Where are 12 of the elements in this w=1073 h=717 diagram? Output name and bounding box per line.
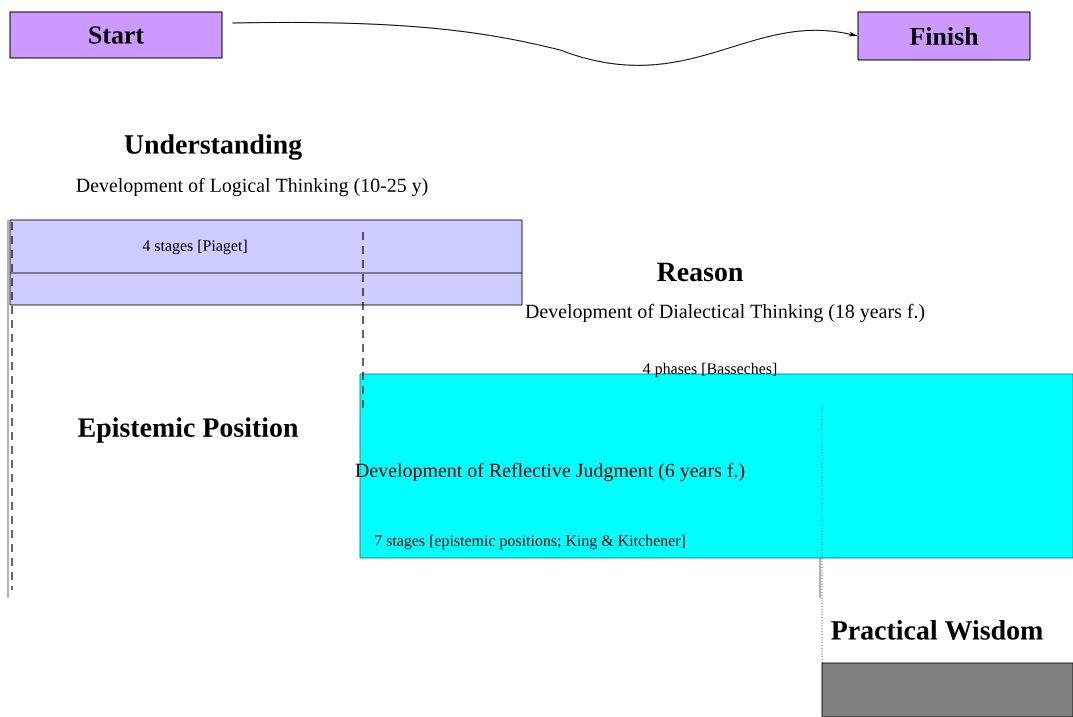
step-box: Start <box>9 11 223 59</box>
stage-label: 4 stages [Piaget] <box>142 239 247 255</box>
heading: Understanding <box>124 134 302 160</box>
stage-label: 4 phases [Basseches] <box>643 362 777 378</box>
heading: Reason <box>657 262 743 282</box>
heading: Epistemic Position <box>78 417 298 443</box>
subtitle: Development of Logical Thinking (10-25 y) <box>76 177 428 197</box>
stage-label: 7 stages [epistemic positions; King & Kitchener] <box>375 534 685 550</box>
heading: Practical Wisdom <box>831 620 1043 640</box>
subtitle: Development of Dialectical Thinking (18 years f.) <box>525 303 925 323</box>
step-box: Finish <box>857 11 1031 61</box>
wavy-arrow <box>232 22 857 66</box>
